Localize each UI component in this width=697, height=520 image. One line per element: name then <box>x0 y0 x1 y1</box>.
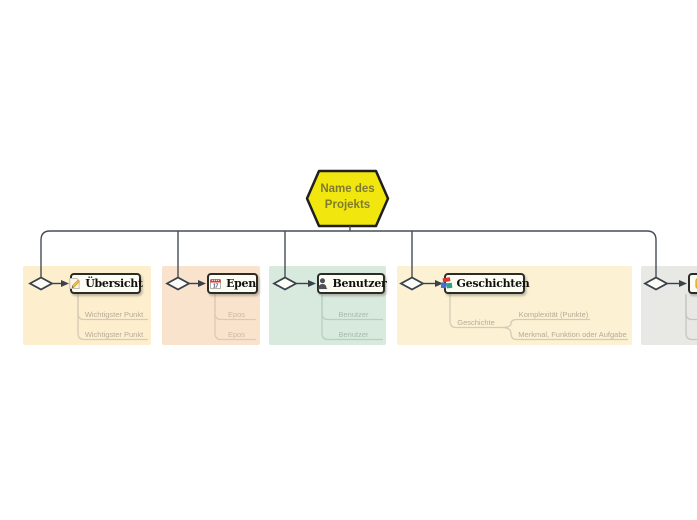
collapse-handle-epen[interactable] <box>165 276 191 291</box>
topic-label: Übersicht <box>85 277 143 290</box>
topic-label: Epen <box>226 277 256 290</box>
subtopic-wichtigster-punkt-2[interactable]: Wichtigster Punkt <box>84 330 144 339</box>
section-partial <box>641 266 697 345</box>
subtopic-lines-epen <box>214 294 256 341</box>
subtopic-lines-uebersicht <box>77 294 148 341</box>
calendar-icon: 17 <box>210 278 222 289</box>
topic-partial[interactable] <box>688 273 697 294</box>
topic-uebersicht[interactable]: Übersicht <box>69 273 143 294</box>
collapse-handle-uebersicht[interactable] <box>28 276 54 291</box>
main-connectors <box>40 226 657 277</box>
subtopic-benutzer-2[interactable]: Benutzer <box>338 330 369 339</box>
books-icon <box>440 277 452 289</box>
root-topic-shape[interactable] <box>305 169 390 228</box>
subtopic-komplexitaet[interactable]: Komplexität (Punkte) <box>518 310 589 319</box>
subtopic-lines-benutzer <box>321 294 383 341</box>
root-topic-line2: Projekts <box>324 199 371 211</box>
root-topic-label[interactable]: Name des Projekts <box>307 181 388 213</box>
collapse-handle-partial[interactable] <box>643 276 669 291</box>
subtopic-lines-partial <box>685 294 697 341</box>
calendar-day-text: 17 <box>213 283 219 289</box>
topic-geschichten[interactable]: Geschichten <box>440 273 530 294</box>
topic-epen[interactable]: 17 Epen <box>207 273 258 294</box>
collapse-handle-benutzer[interactable] <box>272 276 298 291</box>
topic-label: Geschichten <box>456 277 530 290</box>
subtopic-merkmal[interactable]: Merkmal, Funktion oder Aufgabe <box>518 330 627 339</box>
user-icon <box>317 278 327 290</box>
subtopic-benutzer-1[interactable]: Benutzer <box>338 310 369 319</box>
topic-benutzer[interactable]: Benutzer <box>317 273 387 294</box>
subtopic-geschichte[interactable]: Geschichte <box>457 318 495 327</box>
root-topic-line1: Name des <box>320 183 375 195</box>
subtopic-epos-1[interactable]: Epos <box>227 310 246 319</box>
subtopic-wichtigster-punkt-1[interactable]: Wichtigster Punkt <box>84 310 144 319</box>
subtopic-lines-geschichten <box>449 294 628 341</box>
subtopic-epos-2[interactable]: Epos <box>227 330 246 339</box>
topic-label: Benutzer <box>332 277 387 290</box>
arrow-heads <box>61 280 687 287</box>
collapse-handle-geschichten[interactable] <box>399 276 425 291</box>
memo-icon <box>69 278 81 289</box>
